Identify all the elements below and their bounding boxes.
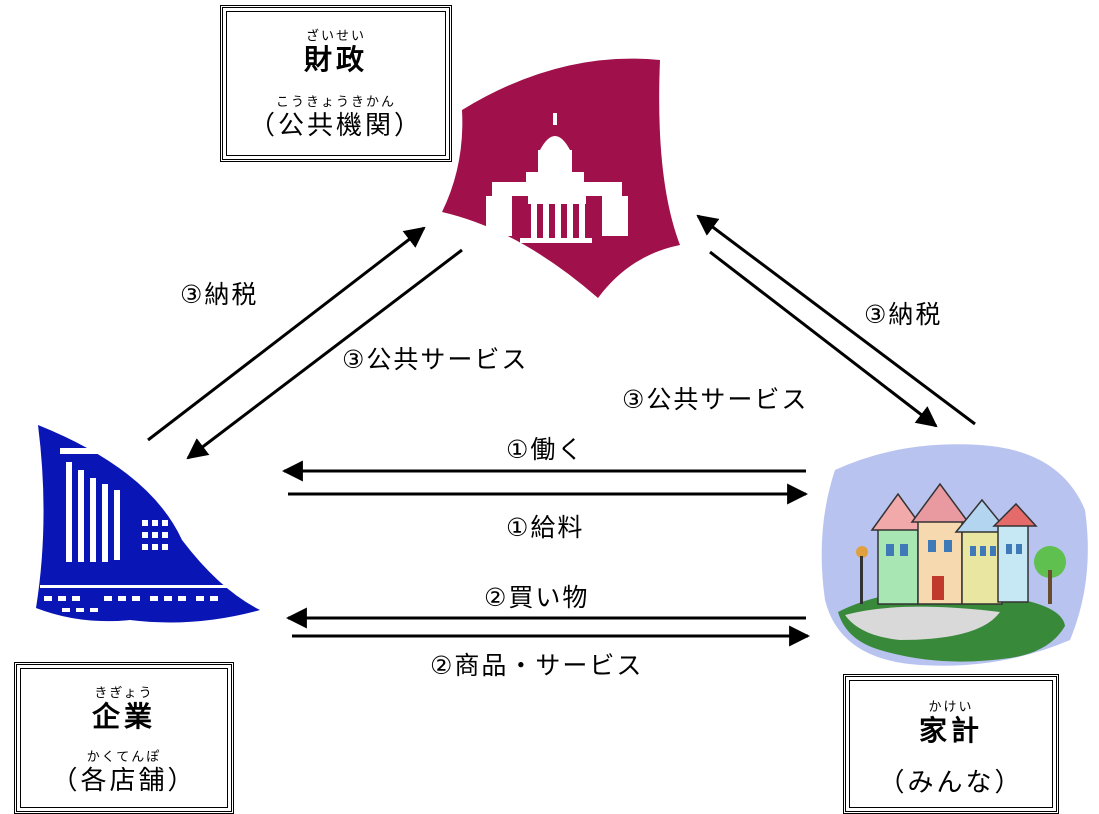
arrow-company-to-government [147, 226, 426, 442]
government-box: ざいせい 財政 こうきょうきかん （公共機関） [220, 5, 452, 162]
label-right-public-service: ③公共サービス [622, 385, 809, 414]
label-shopping: ②買い物 [484, 583, 590, 612]
government-ruby: ざいせい [305, 29, 366, 44]
company-sub-ruby: かくてんぽ [86, 750, 162, 765]
company-building-illustration [36, 425, 260, 623]
label-work: ①働く [506, 435, 585, 464]
label-right-tax: ③納税 [864, 300, 943, 329]
label-left-public-service: ③公共サービス [342, 345, 529, 374]
label-salary: ①給料 [506, 513, 585, 542]
arrow-government-to-household [709, 250, 938, 428]
household-ruby: かけい [928, 700, 974, 715]
government-title: 財政 [303, 43, 368, 76]
company-title: 企業 [91, 700, 156, 733]
company-ruby: きぎょう [94, 686, 154, 701]
label-goods-services: ②商品・サービス [430, 651, 644, 680]
arrow-government-to-company [186, 248, 463, 460]
government-sub: （公共機関） [248, 111, 423, 141]
household-sub: （みんな） [878, 768, 1024, 798]
government-building-illustration [442, 58, 680, 298]
household-title: 家計 [918, 714, 983, 747]
household-box: かけい 家計 （みんな） [843, 674, 1059, 814]
household-houses-illustration [821, 444, 1088, 666]
arrow-household-to-government [696, 214, 976, 426]
company-box: きぎょう 企業 かくてんぽ （各店舗） [14, 662, 234, 814]
company-sub: （各店舗） [51, 766, 197, 796]
government-sub-ruby: こうきょうきかん [275, 95, 396, 110]
label-left-tax: ③納税 [180, 280, 259, 309]
